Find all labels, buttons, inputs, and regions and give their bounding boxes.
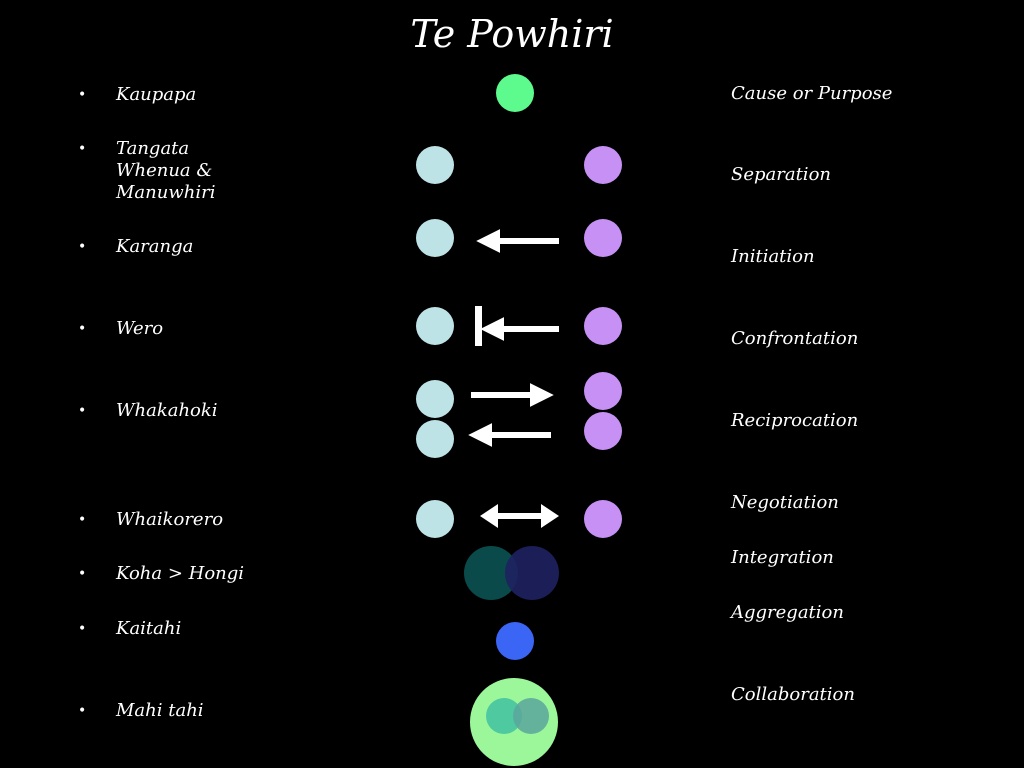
concept-label: Confrontation xyxy=(731,328,859,349)
term-label: Karanga xyxy=(116,236,194,257)
aggregation-circle xyxy=(496,622,534,660)
bullet-icon: • xyxy=(78,87,87,103)
concept-label: Reciprocation xyxy=(731,410,859,431)
bullet-icon: • xyxy=(78,621,87,637)
host-circle xyxy=(416,146,454,184)
host-circle xyxy=(416,500,454,538)
barrier-icon xyxy=(475,306,482,346)
concept-label: Negotiation xyxy=(731,492,839,513)
bullet-icon: • xyxy=(78,239,87,255)
visitor-circle xyxy=(584,307,622,345)
visitor-circle xyxy=(584,146,622,184)
host-circle xyxy=(416,380,454,418)
term-label: Koha > Hongi xyxy=(116,563,245,584)
bullet-icon: • xyxy=(78,566,87,582)
term-label: Tangata Whenua & Manuwhiri xyxy=(116,138,216,203)
host-circle xyxy=(416,420,454,458)
concept-label: Cause or Purpose xyxy=(731,83,893,104)
concept-label: Aggregation xyxy=(731,602,844,623)
term-label: Wero xyxy=(116,318,164,339)
host-circle xyxy=(416,219,454,257)
concept-label: Collaboration xyxy=(731,684,855,705)
bullet-icon: • xyxy=(78,403,87,419)
arrow-head-left-icon xyxy=(480,504,498,528)
visitor-circle xyxy=(584,500,622,538)
term-label: Kaitahi xyxy=(116,618,182,639)
collaboration-right-circle xyxy=(513,698,549,734)
visitor-circle xyxy=(584,412,622,450)
integration-host-circle xyxy=(464,546,518,600)
term-label: Whaikorero xyxy=(116,509,224,530)
integration-visitor-circle xyxy=(505,546,559,600)
concept-label: Integration xyxy=(731,547,834,568)
concept-label: Separation xyxy=(731,164,831,185)
concept-label: Initiation xyxy=(731,246,815,267)
collaboration-left-circle xyxy=(486,698,522,734)
purpose-circle xyxy=(496,74,534,112)
arrow-head-right-icon xyxy=(541,504,559,528)
bullet-icon: • xyxy=(78,703,87,719)
term-label: Kaupapa xyxy=(116,84,197,105)
bullet-icon: • xyxy=(78,141,87,157)
term-label: Mahi tahi xyxy=(116,700,204,721)
term-label: Whakahoki xyxy=(116,400,218,421)
visitor-circle xyxy=(584,219,622,257)
bullet-icon: • xyxy=(78,321,87,337)
visitor-circle xyxy=(584,372,622,410)
slide-title: Te Powhiri xyxy=(410,12,614,56)
host-circle xyxy=(416,307,454,345)
bullet-icon: • xyxy=(78,512,87,528)
